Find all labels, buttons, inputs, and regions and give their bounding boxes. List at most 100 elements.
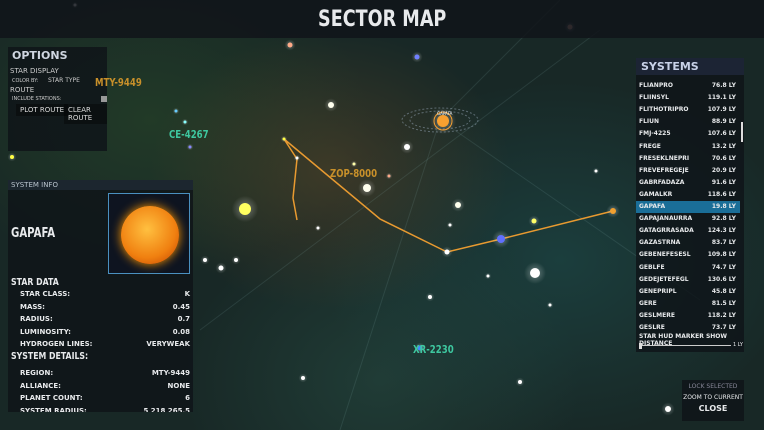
system-detail-row: PLANET COUNT:6 <box>20 394 190 404</box>
star[interactable] <box>316 226 320 230</box>
system-distance: 124.3 LY <box>707 227 736 235</box>
systems-scrollbar[interactable] <box>741 122 743 142</box>
region-label: XR-2230 <box>413 343 454 356</box>
star[interactable] <box>404 144 410 150</box>
star[interactable] <box>455 202 461 208</box>
system-distance: 130.6 LY <box>707 275 736 283</box>
grid-line <box>199 29 601 331</box>
row-value: VERYWEAK <box>146 340 190 348</box>
hud-distance-slider[interactable] <box>639 345 731 346</box>
system-name: GEDEJETEFEGL <box>639 275 689 283</box>
star[interactable] <box>497 235 505 243</box>
star[interactable] <box>610 208 616 214</box>
hud-distance-slider-handle[interactable] <box>639 343 642 349</box>
star[interactable] <box>417 345 423 351</box>
star[interactable] <box>444 249 450 255</box>
star[interactable] <box>665 406 671 412</box>
system-name: GAMALKR <box>639 190 673 198</box>
star[interactable] <box>174 109 178 113</box>
system-list-item[interactable]: GAPAJANAURRA 92.8 LY <box>636 213 740 225</box>
row-value: MTY-9449 <box>151 369 190 377</box>
row-value: K <box>184 290 190 298</box>
system-info-panel: SYSTEM INFO GAPAFA STAR DATA STAR CLASS:… <box>8 180 193 412</box>
star[interactable] <box>218 265 224 271</box>
lock-selected-button[interactable]: LOCK SELECTED <box>688 383 738 390</box>
star[interactable] <box>328 102 334 108</box>
star[interactable] <box>282 137 286 141</box>
system-distance: 109.8 LY <box>707 251 736 259</box>
star[interactable] <box>10 155 14 159</box>
clear-route-button[interactable]: CLEAR ROUTE <box>64 104 107 124</box>
systems-title: SYSTEMS <box>636 58 744 75</box>
plot-route-button[interactable]: PLOT ROUTE <box>16 104 69 116</box>
star[interactable] <box>234 258 238 262</box>
star-data-row: MASS:0.45 <box>20 303 190 313</box>
star[interactable] <box>352 162 356 166</box>
options-panel: OPTIONS STAR DISPLAY COLOR BY: STAR TYPE… <box>8 47 107 151</box>
system-distance: 92.8 LY <box>711 215 736 223</box>
system-distance: 118.6 LY <box>707 190 736 198</box>
star[interactable] <box>548 303 552 307</box>
star[interactable] <box>287 42 293 48</box>
system-list-item[interactable]: GEDEJETEFEGL 130.6 LY <box>636 274 740 286</box>
star[interactable] <box>428 295 432 299</box>
color-by-select[interactable]: STAR TYPE <box>48 77 80 84</box>
system-list-item[interactable]: GAMALKR 118.6 LY <box>636 189 740 201</box>
system-distance: 107.9 LY <box>707 106 736 114</box>
system-name: GEBENEFESESL <box>639 251 691 259</box>
star[interactable] <box>387 174 391 178</box>
star-data-row: LUMINOSITY:0.08 <box>20 328 190 338</box>
include-stations-checkbox[interactable] <box>101 96 107 102</box>
star[interactable] <box>486 274 490 278</box>
zoom-to-current-button[interactable]: ZOOM TO CURRENT <box>683 394 743 401</box>
system-name: FLIUN <box>639 118 660 126</box>
star[interactable] <box>295 156 299 160</box>
row-key: LUMINOSITY: <box>20 327 71 336</box>
system-distance: 118.2 LY <box>707 311 736 319</box>
star[interactable] <box>301 376 305 380</box>
page-title: SECTOR MAP <box>317 7 447 32</box>
grid-line <box>339 119 441 430</box>
system-list-item[interactable]: GEBENEFESESL 109.8 LY <box>636 249 740 261</box>
star[interactable] <box>448 223 452 227</box>
star[interactable] <box>188 145 192 149</box>
star[interactable] <box>531 218 537 224</box>
star[interactable] <box>530 268 540 278</box>
system-name: GAPAJANAURRA <box>639 215 693 223</box>
row-value: 6 <box>185 394 190 402</box>
star[interactable] <box>183 120 187 124</box>
system-name: GENEPRIPL <box>639 287 677 295</box>
star[interactable] <box>518 380 522 384</box>
close-button[interactable]: CLOSE <box>698 404 728 413</box>
system-name: FREGE <box>639 142 661 150</box>
row-key: RADIUS: <box>20 315 53 323</box>
star[interactable] <box>239 203 251 215</box>
star[interactable] <box>414 54 420 60</box>
star[interactable] <box>437 115 449 127</box>
region-label: ZOP-8000 <box>330 167 378 180</box>
system-distance: 107.6 LY <box>707 130 736 138</box>
star[interactable] <box>594 169 598 173</box>
include-stations-label: INCLUDE STATIONS: <box>12 96 62 102</box>
star[interactable] <box>363 184 371 192</box>
system-detail-row: REGION:MTY-9449 <box>20 369 190 379</box>
star[interactable] <box>203 258 207 262</box>
